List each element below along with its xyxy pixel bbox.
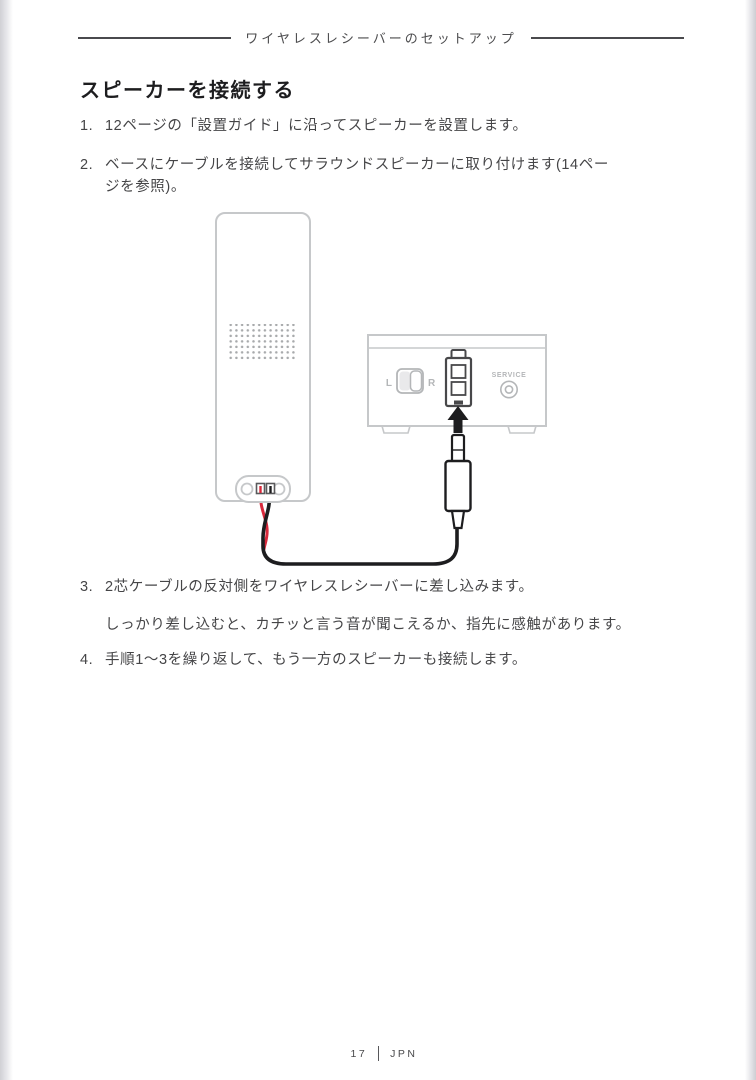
step-item-1: 1. 12ページの「設置ガイド」に沿ってスピーカーを設置します。: [80, 115, 695, 137]
connection-diagram: L R SERVICE: [178, 197, 618, 575]
receiver-foot-right: [506, 425, 538, 434]
footer-divider: [378, 1046, 380, 1061]
red-wire: [258, 489, 269, 551]
section-title: スピーカーを接続する: [80, 80, 295, 102]
lr-selector-switch: [396, 368, 424, 394]
black-wire-cable: [261, 489, 459, 566]
right-channel-label: R: [428, 378, 436, 389]
language-code: JPN: [390, 1047, 418, 1060]
step-item-3: 3. 2芯ケーブルの反対側をワイヤレスレシーバーに差し込みます。: [80, 576, 695, 598]
cable-plug-connector: [444, 433, 472, 530]
running-header-title: ワイヤレスレシーバーのセットアップ: [245, 31, 517, 46]
step-text: 2芯ケーブルの反対側をワイヤレスレシーバーに差し込みます。: [105, 579, 534, 595]
speaker-grille-dots: [228, 324, 296, 362]
step-number: 4.: [80, 652, 94, 668]
page-right-edge: [745, 0, 756, 1080]
speaker-base-terminal-plate: [235, 475, 291, 503]
speaker-cable: [258, 489, 459, 566]
header-rule-right: [530, 36, 685, 39]
page-left-edge: [0, 0, 13, 1080]
step-item-2: 2. ベースにケーブルを接続してサラウンドスピーカーに取り付けます(14ペー ジ…: [80, 154, 695, 198]
step-text: 12ページの「設置ガイド」に沿ってスピーカーを設置します。: [105, 118, 528, 134]
step-text-line-1: ベースにケーブルを接続してサラウンドスピーカーに取り付けます(14ペー: [105, 157, 609, 173]
step-text-line-2: ジを参照)。: [105, 179, 186, 195]
step-number: 3.: [80, 579, 94, 595]
step-3-note: しっかり差し込むと、カチッと言う音が聞こえるか、指先に感触があります。: [105, 617, 631, 633]
step-text: ベースにケーブルを接続してサラウンドスピーカーに取り付けます(14ペー ジを参照…: [105, 154, 695, 198]
up-arrow-icon: [447, 406, 469, 433]
base-screw-left: [240, 482, 254, 496]
speaker-input-port: [444, 349, 473, 408]
service-label: SERVICE: [492, 372, 527, 379]
step-number: 1.: [80, 118, 94, 134]
header-rule-left: [78, 36, 232, 39]
page-footer: 17 JPN: [6, 1046, 756, 1061]
step-number: 2.: [80, 157, 94, 173]
page-number: 17: [350, 1047, 368, 1060]
running-header: ワイヤレスレシーバーのセットアップ: [78, 28, 685, 47]
receiver-foot-left: [380, 425, 412, 434]
step-item-4: 4. 手順1～3を繰り返して、もう一方のスピーカーも接続します。: [80, 649, 695, 671]
left-channel-label: L: [386, 378, 392, 389]
step-text: 手順1～3を繰り返して、もう一方のスピーカーも接続します。: [105, 652, 527, 668]
surround-speaker-illustration: [215, 212, 311, 502]
service-port-icon: [499, 380, 518, 399]
